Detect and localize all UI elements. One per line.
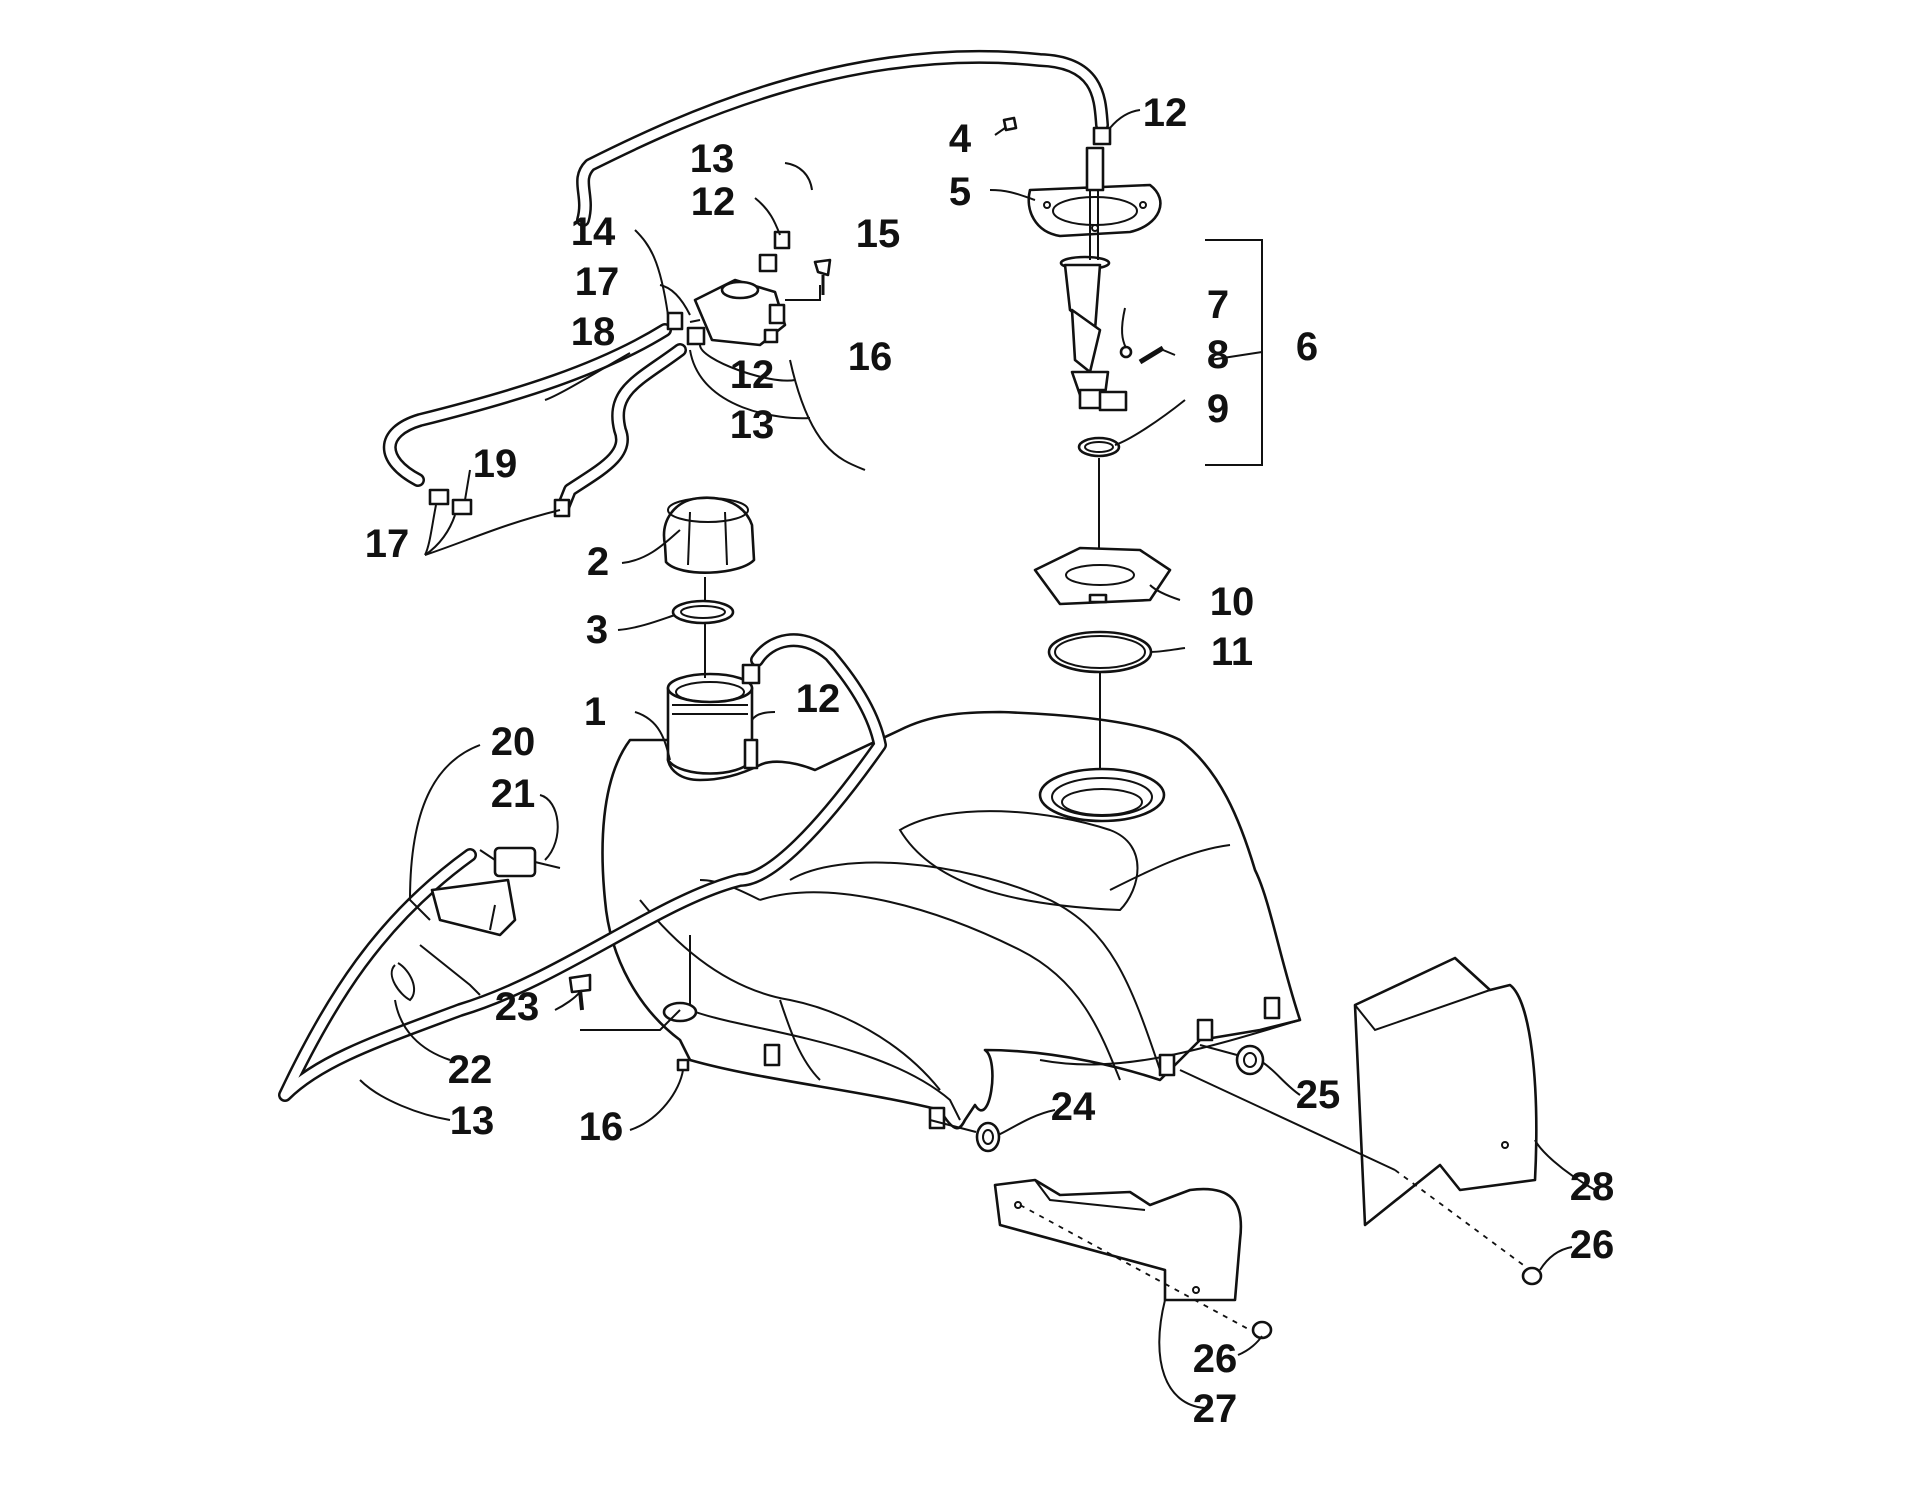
callout-16-tank: 16: [579, 1105, 624, 1149]
lock-ring-10: [1033, 546, 1172, 606]
heat-shield-28: [1353, 956, 1538, 1227]
nut-16-lower: [676, 1058, 690, 1072]
hose-clamp: [1092, 126, 1112, 146]
callout-11: 11: [1211, 630, 1253, 674]
fuel-cap: [662, 496, 756, 574]
callout-17-left: 17: [365, 522, 410, 566]
fuel-line-long: [278, 633, 887, 1102]
hose-clip-22: [390, 962, 416, 1002]
pump-seal-7: [1119, 345, 1133, 359]
cap-seal: [671, 599, 735, 625]
callout-24: 24: [1051, 1085, 1096, 1129]
fuel-filter: [479, 846, 561, 878]
callout-3: 3: [586, 608, 608, 652]
fuel-tank: [601, 672, 1302, 1130]
callout-8: 8: [1207, 333, 1229, 377]
callout-12-top: 12: [1143, 91, 1188, 135]
callout-19: 19: [473, 442, 518, 486]
callout-28: 28: [1570, 1165, 1615, 1209]
screw-23: [568, 973, 681, 1031]
callout-12-valve: 12: [691, 180, 736, 224]
heat-shield-27: [993, 1178, 1243, 1302]
callout-27: 27: [1193, 1387, 1238, 1431]
callout-13-bottom: 13: [450, 1099, 495, 1143]
tee-fitting-19: [428, 488, 571, 518]
leader-lines: [359, 109, 1596, 1409]
callout-12-tank: 12: [796, 677, 841, 721]
callout-6: 6: [1296, 325, 1318, 369]
hose-clamp-12: [741, 663, 761, 685]
callout-14: 14: [571, 210, 616, 254]
callout-labels: 1 2 3 4 5 6 7 8 9 10 11 12 12 12 12 13 1…: [365, 91, 1615, 1431]
callout-20: 20: [491, 720, 536, 764]
callout-2: 2: [587, 540, 609, 584]
callout-5: 5: [949, 170, 971, 214]
hose-13-lower: [555, 343, 687, 517]
fuel-pump-sender: [1059, 146, 1128, 412]
hose-18: [382, 323, 672, 487]
callout-21: 21: [491, 772, 536, 816]
callout-12-mid: 12: [730, 353, 775, 397]
filter-bracket: [419, 878, 517, 996]
callout-7: 7: [1207, 283, 1229, 327]
fittings-small: [666, 253, 832, 346]
callout-25: 25: [1296, 1073, 1341, 1117]
callout-16-valve: 16: [848, 335, 893, 379]
screw-26-right: [1521, 1266, 1543, 1286]
callout-4: 4: [949, 117, 972, 161]
callout-10: 10: [1210, 580, 1255, 624]
callout-26-lower: 26: [1193, 1337, 1238, 1381]
callout-15: 15: [856, 212, 901, 256]
callout-18: 18: [571, 310, 616, 354]
grommet-24: [929, 1119, 1001, 1153]
pump-flange-gasket: [1027, 183, 1162, 238]
pump-screw-8: [1138, 345, 1165, 365]
screw-26-lower: [1251, 1320, 1273, 1340]
fuel-valve: [689, 278, 787, 347]
nut-4: [1002, 116, 1018, 132]
callout-17-valve: 17: [575, 260, 620, 304]
callout-13-top: 13: [690, 137, 735, 181]
gasket-11: [1047, 630, 1153, 674]
callout-23: 23: [495, 985, 540, 1029]
hose-clamp: [773, 230, 791, 250]
vent-hose-top: [576, 49, 1109, 227]
callout-22: 22: [448, 1048, 493, 1092]
callout-1: 1: [584, 690, 606, 734]
callout-13-mid: 13: [730, 403, 775, 447]
grommet-25: [1199, 1044, 1265, 1076]
callout-26-right: 26: [1570, 1223, 1615, 1267]
o-ring-9: [1077, 436, 1121, 458]
callout-9: 9: [1207, 387, 1229, 431]
